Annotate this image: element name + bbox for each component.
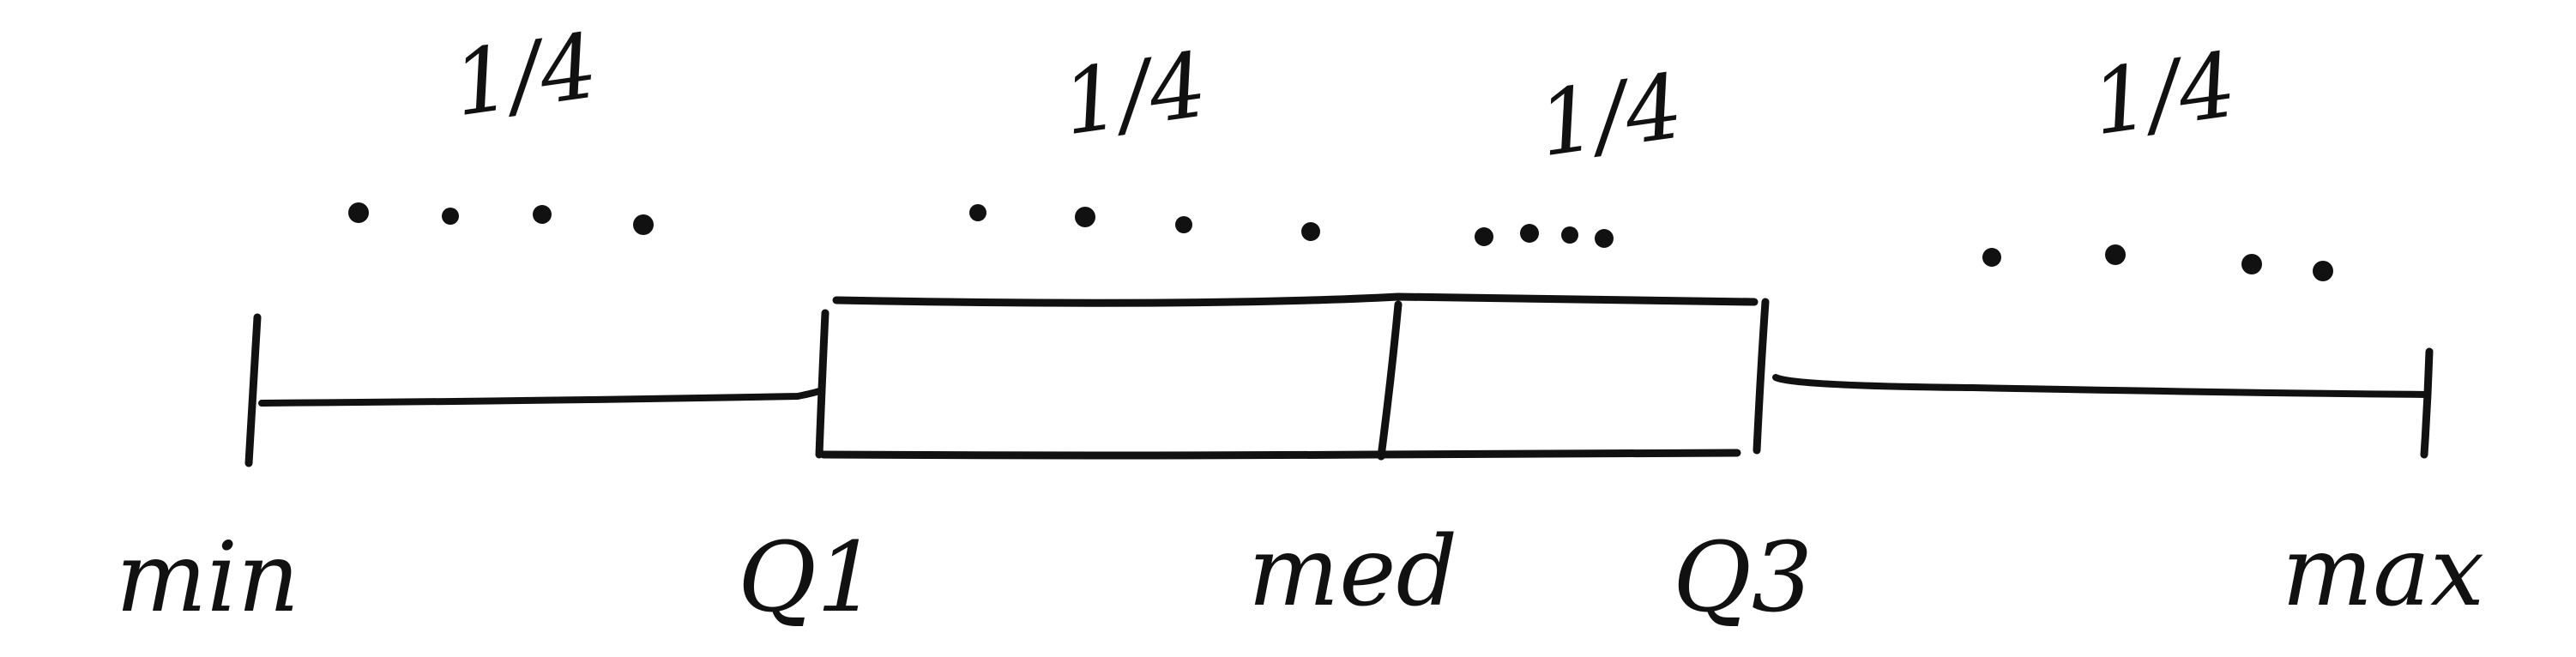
- quarter-1-points: [348, 202, 654, 235]
- min-tick: [244, 313, 262, 467]
- data-point: [1301, 222, 1320, 241]
- quarter-4-points: [1982, 244, 2333, 281]
- data-point: [1175, 216, 1192, 233]
- data-point: [1475, 227, 1493, 246]
- lower-whisker: [258, 387, 825, 407]
- box-right-edge-q3: [1753, 298, 1770, 455]
- quarter-3-points: [1475, 224, 1614, 248]
- data-point: [1982, 248, 2001, 267]
- data-point: [348, 202, 369, 223]
- data-point: [1520, 224, 1539, 243]
- max-tick: [2420, 347, 2434, 459]
- quarter-fraction-4: 1/4: [2085, 32, 2242, 155]
- data-point: [2313, 261, 2333, 281]
- data-point: [442, 208, 459, 225]
- quarter-fraction-2: 1/4: [1056, 32, 1213, 155]
- data-point: [1561, 226, 1578, 244]
- data-point: [1075, 207, 1095, 227]
- label-min: min: [116, 522, 299, 634]
- box-top-edge: [832, 292, 1759, 307]
- quarter-2-points: [969, 204, 1320, 241]
- label-max: max: [2282, 516, 2484, 628]
- data-point: [969, 204, 986, 221]
- median-line: [1377, 300, 1403, 461]
- data-point: [2105, 244, 2126, 265]
- quarter-fraction-3: 1/4: [1532, 53, 1689, 177]
- label-q1: Q1: [738, 522, 878, 634]
- upper-whisker: [1772, 374, 2431, 398]
- box-bottom-edge: [819, 449, 1741, 460]
- data-point: [633, 214, 654, 235]
- data-point: [533, 205, 552, 224]
- data-point: [2241, 254, 2262, 274]
- box-left-edge-q1: [815, 309, 830, 459]
- data-point: [1595, 229, 1614, 248]
- label-q3: Q3: [1673, 522, 1813, 634]
- label-median: med: [1248, 516, 1457, 628]
- quarter-fraction-1: 1/4: [447, 13, 604, 136]
